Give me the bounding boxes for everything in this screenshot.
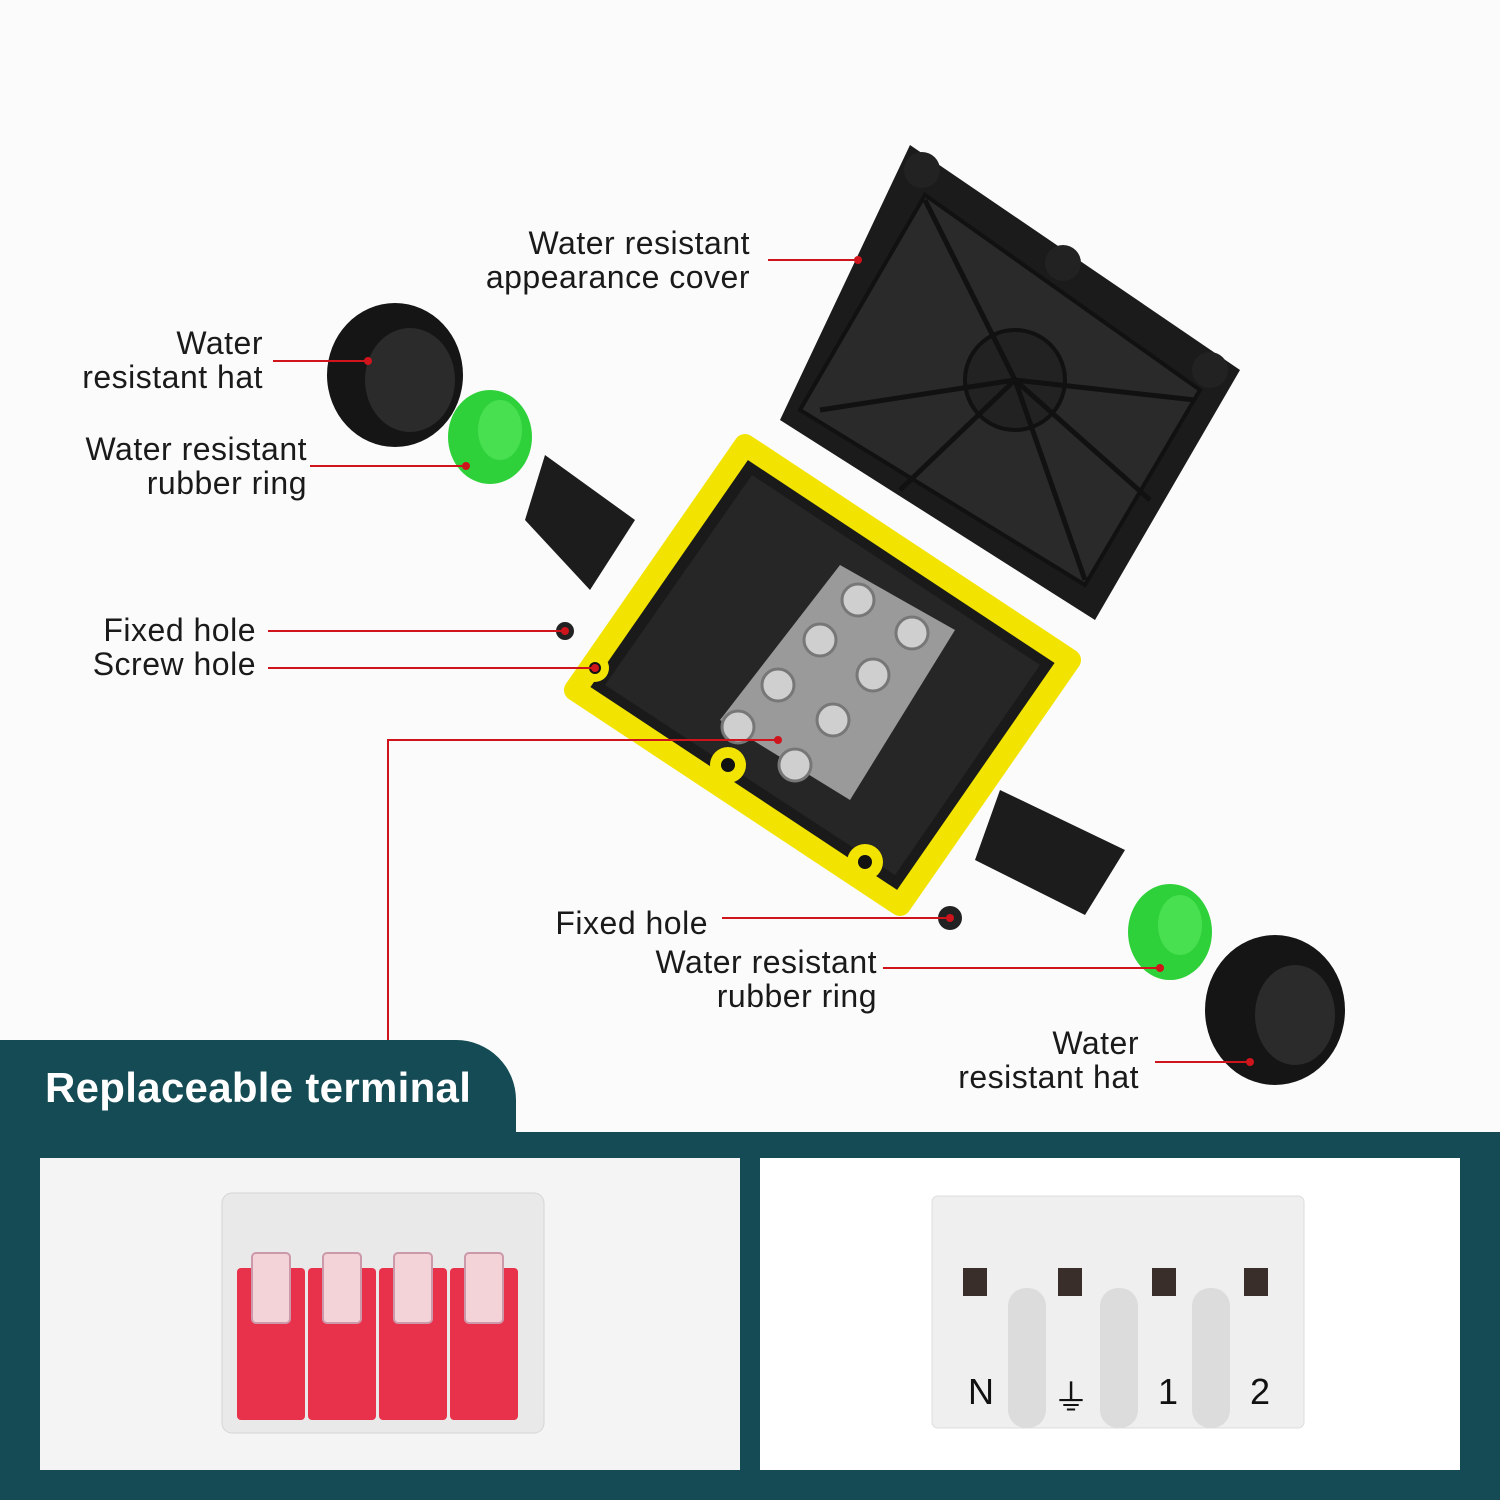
terminal-mark-n: N bbox=[968, 1371, 994, 1412]
cable-gland-right bbox=[975, 790, 1125, 915]
terminal-mark-ground-icon: ⏚ bbox=[1053, 1377, 1090, 1418]
photo-lever-connector bbox=[40, 1158, 740, 1470]
label-fixed-hole-left: Fixed hole bbox=[103, 612, 256, 648]
cable-gland-left bbox=[525, 455, 635, 590]
leader-lines bbox=[268, 259, 1250, 1063]
label-screw-hole: Screw hole bbox=[92, 646, 256, 682]
section-tab bbox=[0, 1040, 516, 1140]
terminal-strip-image bbox=[931, 1195, 1305, 1429]
lever-connector-image bbox=[221, 1192, 545, 1434]
water-resistant-hat-right bbox=[1205, 935, 1345, 1085]
label-fixed-hole-right: Fixed hole bbox=[555, 905, 708, 941]
leader-dots bbox=[364, 256, 1254, 1066]
appearance-cover bbox=[780, 145, 1240, 620]
terminal-mark-1: 1 bbox=[1158, 1371, 1179, 1412]
rubber-ring-right bbox=[1128, 884, 1212, 980]
photo-terminal-strip: N ⏚ 1 2 bbox=[760, 1158, 1460, 1470]
terminal-mark-2: 2 bbox=[1250, 1371, 1271, 1412]
rubber-ring-left bbox=[448, 390, 532, 484]
water-resistant-hat-left bbox=[327, 303, 463, 447]
section-title: Replaceable terminal bbox=[45, 1064, 472, 1111]
